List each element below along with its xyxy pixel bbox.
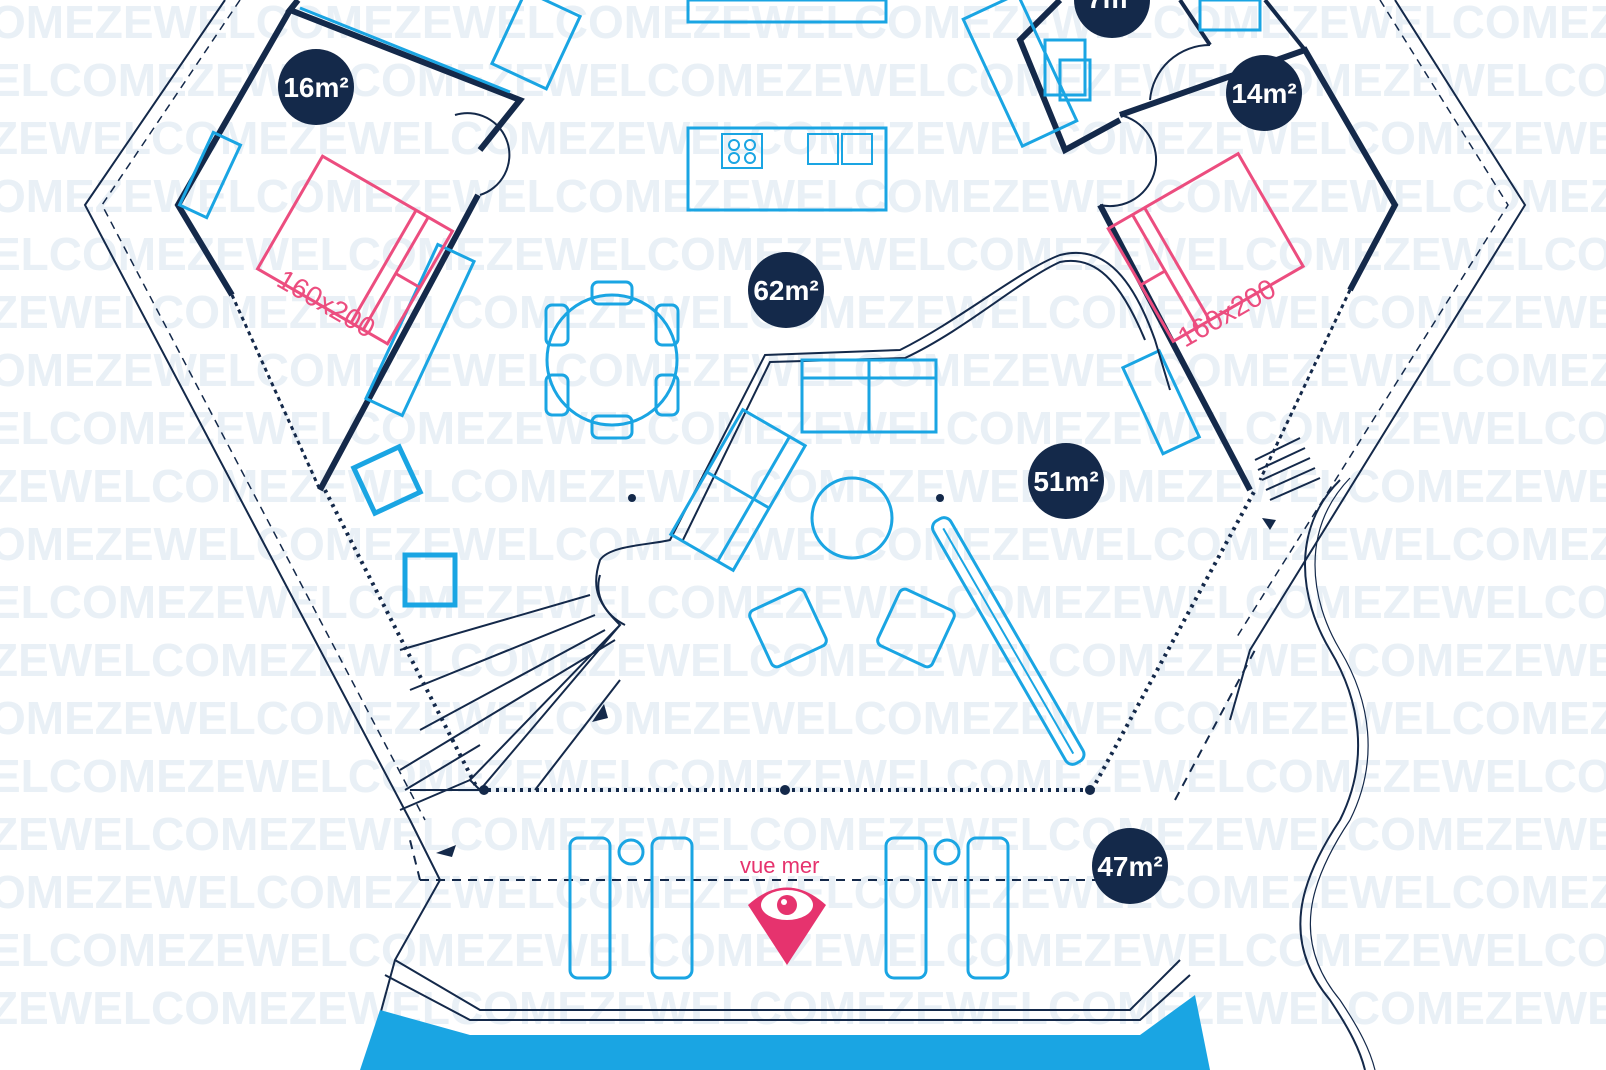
area-label: 47m² — [1097, 851, 1162, 882]
cooktop-icon — [721, 133, 763, 169]
watermark-row: ZEWELCOMEZEWELCOMEZEWELCOMEZEWELCOMEZEWE… — [0, 112, 1606, 164]
armchair — [748, 587, 828, 669]
lounger — [650, 836, 694, 980]
area-badge: 47m² — [1092, 828, 1168, 904]
bed-right — [1106, 151, 1306, 344]
watermark-row: ELCOMEZEWELCOMEZEWELCOMEZEWELCOMEZEWELCO… — [0, 750, 1606, 802]
dining-table — [544, 280, 680, 440]
partition-wall — [410, 251, 1171, 791]
sofa — [668, 407, 808, 573]
kitchen-island — [686, 126, 888, 212]
pool — [360, 959, 1210, 1070]
side-table — [617, 838, 645, 866]
coffee-table — [810, 476, 894, 560]
arrow-icon — [1262, 518, 1276, 530]
area-badge: 14m² — [1226, 55, 1302, 131]
stairs-left — [399, 594, 621, 811]
area-badge: 16m² — [278, 49, 354, 125]
stairs-right — [1254, 437, 1321, 501]
area-label: 62m² — [753, 275, 818, 306]
watermark-row: OMEZEWELCOMEZEWELCOMEZEWELCOMEZEWELCOMEZ… — [0, 0, 1606, 48]
sun-loungers — [568, 836, 1010, 980]
bedroom-left-furniture — [177, 0, 583, 608]
armchair — [876, 587, 956, 669]
sea-view-marker: vue mer — [740, 853, 826, 965]
area-label: 51m² — [1033, 466, 1098, 497]
watermark-row: ZEWELCOMEZEWELCOMEZEWELCOMEZEWELCOMEZEWE… — [0, 808, 1606, 860]
sink-icon — [807, 133, 839, 165]
area-label: 16m² — [283, 72, 348, 103]
watermark-row: ZEWELCOMEZEWELCOMEZEWELCOMEZEWELCOMEZEWE… — [0, 634, 1606, 686]
bedroom-right-walls — [1016, 0, 1399, 492]
watermark-row: ELCOMEZEWELCOMEZEWELCOMEZEWELCOMEZEWELCO… — [0, 576, 1606, 628]
watermark-row: ZEWELCOMEZEWELCOMEZEWELCOMEZEWELCOMEZEWE… — [0, 460, 1606, 512]
area-badge: 7m² — [1074, 0, 1150, 38]
pool-water — [360, 995, 1210, 1070]
area-label: 14m² — [1231, 78, 1296, 109]
living-furniture — [628, 358, 1086, 766]
bathroom-fixtures — [961, 0, 1262, 149]
kitchen — [686, 0, 888, 212]
arrow-icon — [592, 704, 608, 722]
column-dot — [936, 494, 944, 502]
column-dot — [628, 494, 636, 502]
lounger — [568, 836, 612, 980]
kitchen-counter-top — [686, 0, 888, 24]
side-table — [933, 838, 961, 866]
area-label: 7m² — [1087, 0, 1137, 14]
direction-arrows — [436, 518, 1276, 857]
tv-console — [931, 516, 1086, 766]
watermark-row: ZEWELCOMEZEWELCOMEZEWELCOMEZEWELCOMEZEWE… — [0, 982, 1606, 1034]
lounger — [884, 836, 928, 980]
watermark-row: ELCOMEZEWELCOMEZEWELCOMEZEWELCOMEZEWELCO… — [0, 54, 1606, 106]
arrow-icon — [436, 845, 456, 857]
area-badges: 16m² 7m² 14m² 62m² 51m² 47m² — [278, 0, 1302, 904]
terrace-boundaries — [323, 489, 1257, 881]
bed-left — [255, 154, 455, 346]
watermark-row: OMEZEWELCOMEZEWELCOMEZEWELCOMEZEWELCOMEZ… — [0, 518, 1606, 570]
watermark-row: OMEZEWELCOMEZEWELCOMEZEWELCOMEZEWELCOMEZ… — [0, 692, 1606, 744]
bedroom-right-furniture — [1120, 348, 1202, 456]
area-badge: 62m² — [748, 252, 824, 328]
area-badge: 51m² — [1028, 443, 1104, 519]
lounger — [966, 836, 1010, 980]
watermark-row: OMEZEWELCOMEZEWELCOMEZEWELCOMEZEWELCOMEZ… — [0, 170, 1606, 222]
view-label: vue mer — [740, 853, 819, 878]
eye-icon — [748, 887, 826, 965]
